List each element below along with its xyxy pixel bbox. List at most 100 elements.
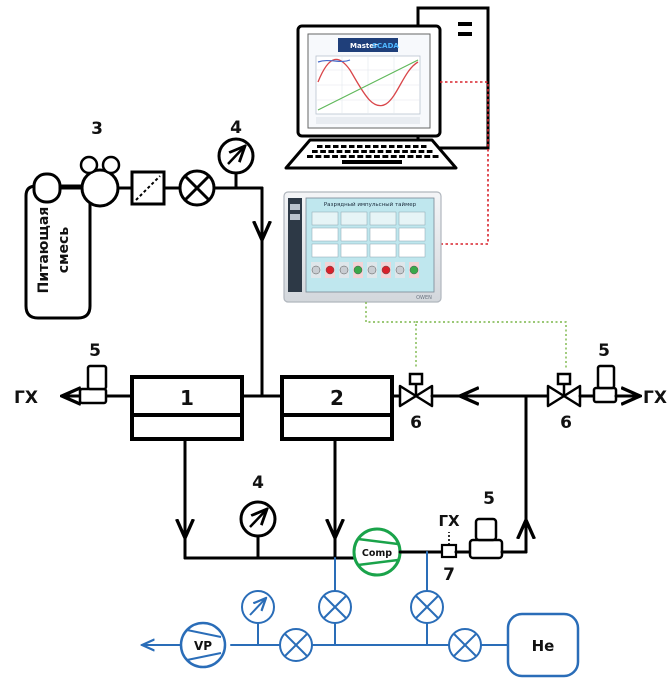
regulator-5-left-label: 5: [89, 341, 101, 361]
scada-header: [338, 38, 398, 52]
scada-brand-suffix: SCADA: [372, 42, 399, 50]
keyboard-key: [340, 155, 347, 158]
back-pressure-regulator-5-right-icon: [592, 364, 618, 404]
hmi-cell: [311, 243, 339, 258]
hmi-indicator-lamp: [325, 265, 335, 275]
computer-workstation: Master SCADA: [284, 6, 490, 170]
keyboard-key: [410, 150, 417, 153]
cylinder-valve: [32, 172, 62, 204]
module-1: 1: [130, 375, 244, 441]
module-1-label: 1: [180, 386, 194, 410]
vacuum-valve-a-icon: [318, 590, 352, 624]
keyboard-key: [365, 145, 371, 148]
keyboard-key: [328, 150, 335, 153]
hmi-title: Разрядный импульсный таймер: [324, 201, 417, 208]
module-2: 2: [280, 375, 394, 441]
keyboard-key: [317, 145, 323, 148]
vacuum-gauge-icon: [241, 590, 275, 624]
compressor-label: Comp: [362, 548, 392, 559]
keyboard-key: [382, 155, 389, 158]
hmi-cell: [311, 227, 339, 242]
hmi-indicator-lamp: [311, 265, 321, 275]
keyboard-key: [336, 150, 343, 153]
filter: [130, 170, 166, 206]
keyboard-key: [353, 150, 359, 153]
keyboard-key: [323, 155, 330, 158]
keyboard-key: [325, 145, 331, 148]
solenoid-valve-6-left-icon: [398, 372, 434, 408]
keyboard-key: [418, 150, 425, 153]
keyboard-keys: [307, 145, 439, 158]
helium-valve-icon: [448, 628, 482, 662]
keyboard-key: [349, 145, 355, 148]
reducer-body: [80, 168, 120, 208]
feed-gas-label-1: Питающая: [36, 207, 52, 294]
hmi-indicator-lamp: [367, 265, 377, 275]
hmi-indicator-lamp: [409, 265, 419, 275]
keyboard-key: [405, 145, 411, 148]
hmi-cell: [369, 227, 397, 242]
gauge-4-bottom-label: 4: [252, 473, 264, 493]
hmi-cells: [311, 211, 426, 278]
helium-label: He: [532, 637, 555, 655]
module-2-label: 2: [330, 386, 344, 410]
scada-trend-linear: [317, 59, 419, 111]
hmi-valve6-right-link: [416, 321, 567, 368]
scada-toolbar: [316, 117, 420, 124]
pressure-reducer: [79, 155, 121, 208]
hmi-cell: [398, 243, 426, 258]
keyboard-key: [365, 155, 372, 158]
computer-case-slot: [458, 32, 472, 36]
feed-shutoff-valve-icon: [178, 169, 216, 207]
computer-case-slot: [458, 22, 472, 26]
regulator-5-right-label: 5: [598, 341, 610, 361]
keyboard-key: [332, 155, 338, 158]
keyboard-key: [385, 150, 392, 153]
module-2-bottom: [280, 413, 394, 441]
keyboard-key: [377, 150, 384, 153]
keyboard-spacebar: [342, 160, 402, 164]
gauge-4-top-label: 4: [230, 118, 242, 138]
keyboard-key: [344, 150, 351, 153]
vacuum-pump-label: VP: [194, 639, 212, 653]
scada-trend-blue: [317, 59, 351, 63]
pressure-gauge-top-icon: [217, 137, 255, 175]
reducer-3-label: 3: [91, 119, 103, 139]
vacuum-valve-c-icon: [279, 628, 313, 662]
keyboard-key: [426, 150, 433, 153]
cylinder-body: [24, 184, 92, 320]
keyboard-key: [432, 155, 439, 158]
keyboard-key: [415, 155, 422, 158]
keyboard-key: [374, 155, 380, 158]
hmi-indicator-lamp: [395, 265, 405, 275]
keyboard-key: [397, 145, 403, 148]
hmi-cell: [369, 243, 397, 258]
keyboard-key: [341, 145, 347, 148]
keyboard-key: [361, 150, 367, 153]
keyboard-key: [307, 155, 313, 158]
keyboard-key: [381, 145, 387, 148]
keyboard-key: [373, 145, 379, 148]
relief-valve-7-icon: [440, 532, 458, 559]
keyboard-key: [421, 145, 427, 148]
exhaust-left-label: ГХ: [14, 388, 38, 408]
reducer-gauge-right: [101, 155, 121, 175]
exhaust-bottom-label: ГХ: [438, 512, 460, 530]
hmi-panel: Разрядный импульсный таймер OWEN: [283, 191, 442, 303]
keyboard-key: [399, 155, 405, 158]
module-1-bottom: [130, 413, 244, 441]
hmi-indicator-lamp: [339, 265, 349, 275]
keyboard-key: [333, 145, 339, 148]
hmi-brand: OWEN: [416, 295, 432, 301]
hmi-indicator-lamp: [353, 265, 363, 275]
keyboard-key: [348, 155, 355, 158]
hmi-cell: [369, 211, 397, 226]
keyboard-key: [407, 155, 414, 158]
hmi-cell: [340, 243, 368, 258]
hmi-side-bar: [288, 198, 302, 292]
hmi-cell: [398, 227, 426, 242]
keyboard-key: [357, 155, 364, 158]
valve-6-right-label: 6: [560, 413, 572, 433]
hmi-cell: [398, 211, 426, 226]
